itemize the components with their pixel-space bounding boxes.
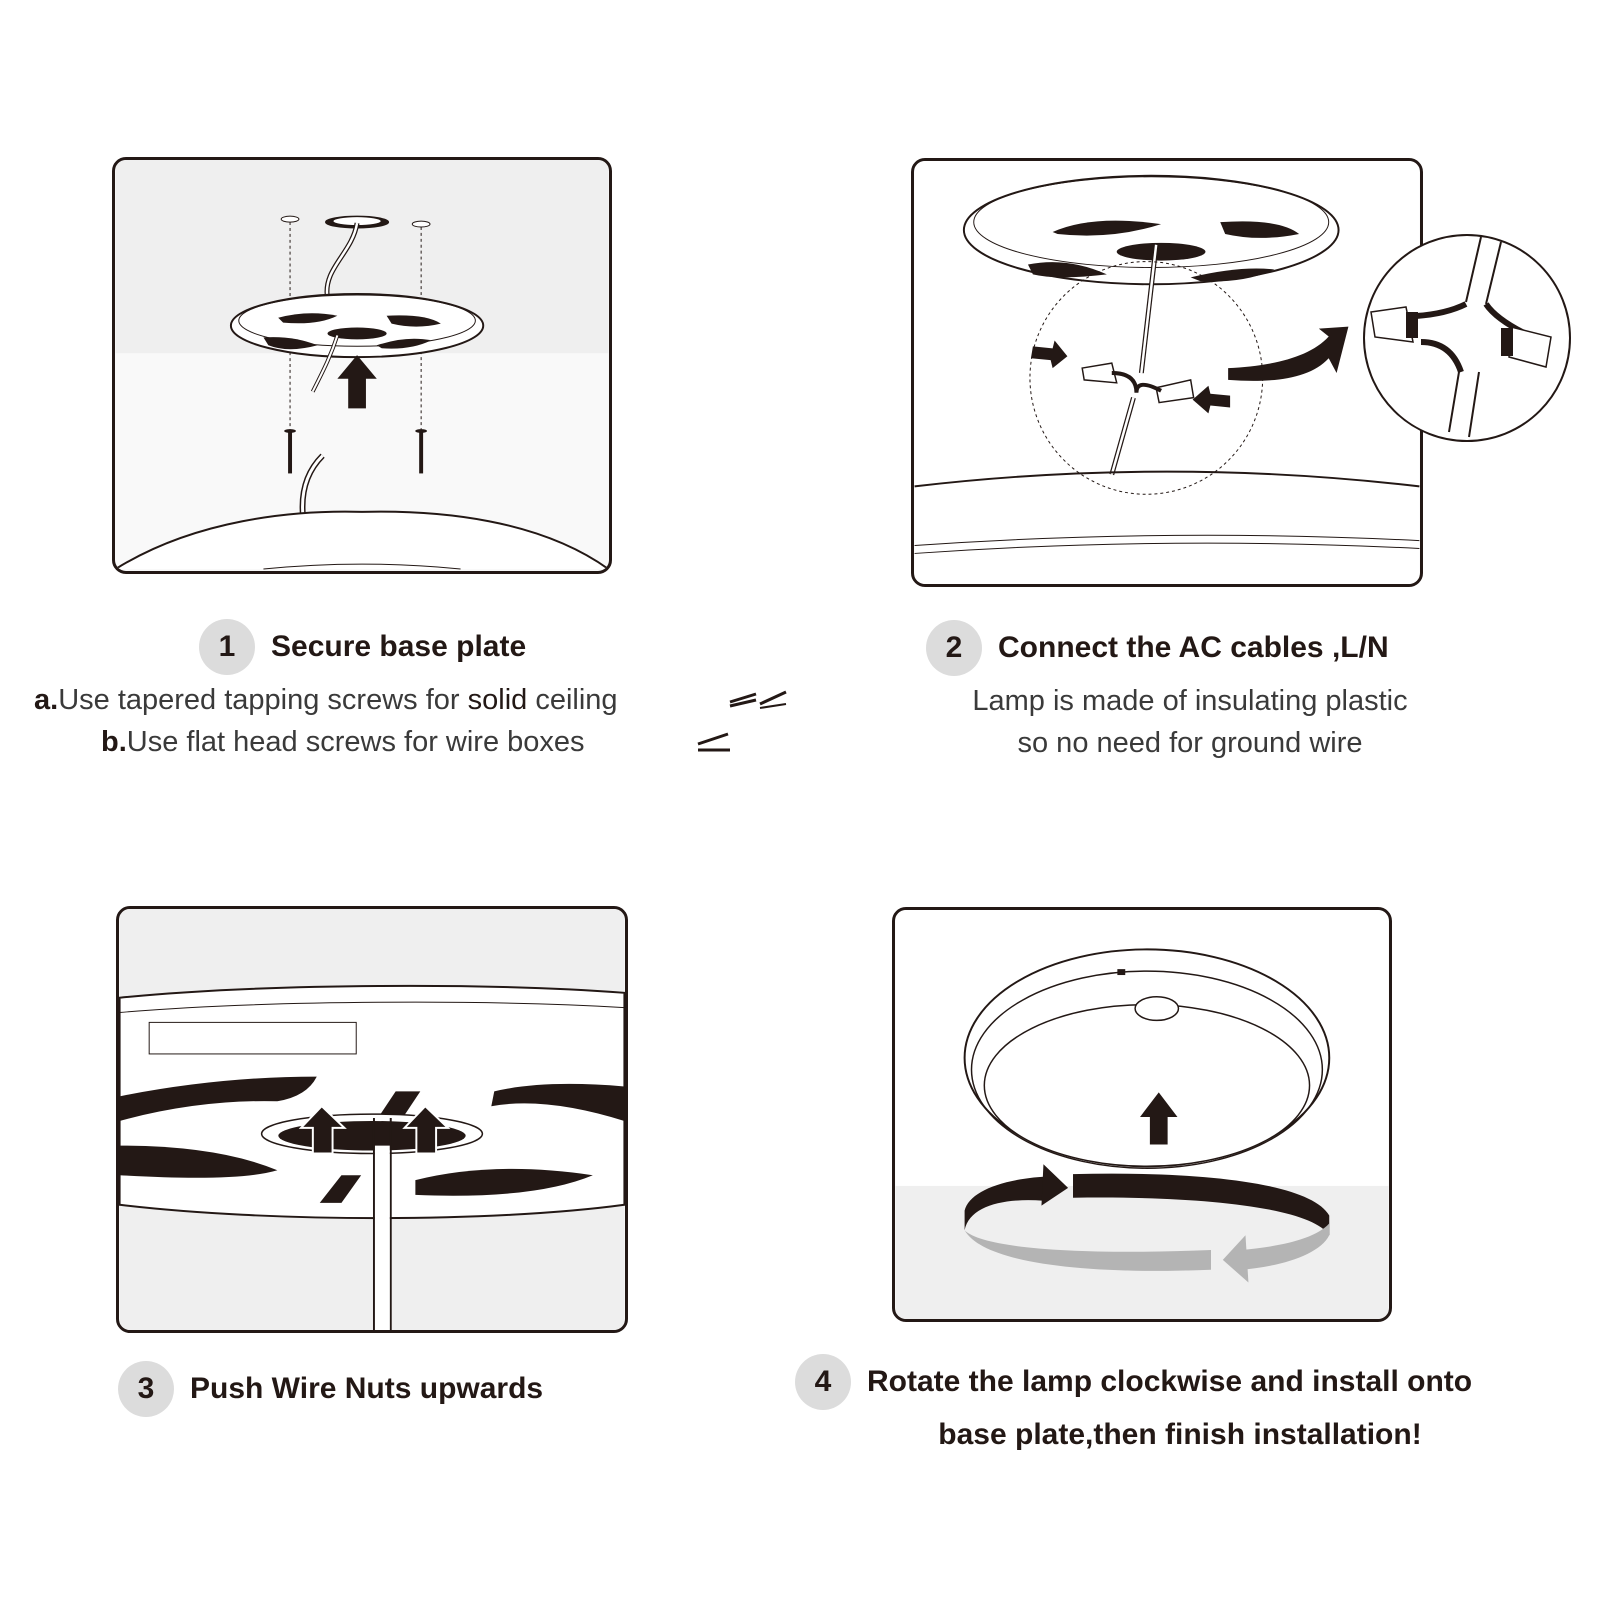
- step-title: Secure base plate: [271, 630, 527, 663]
- step4-title-line-2: base plate,then finish installation!: [938, 1418, 1422, 1451]
- base-plate-icon: [229, 293, 485, 359]
- step3-heading: 3 Push Wire Nuts upwards: [118, 1361, 543, 1417]
- step4-illustration: [892, 907, 1392, 1322]
- note-prefix: b.: [101, 726, 127, 758]
- note-text: Use flat head screws for wire boxes: [126, 726, 585, 758]
- step1-drawing: [115, 160, 609, 570]
- step2-illustration: [911, 158, 1423, 587]
- flat-head-screw-icon: [697, 732, 730, 752]
- step2-note-line-1: Lamp is made of insulating plastic: [972, 685, 1408, 717]
- tapered-screw-icon: [729, 690, 787, 709]
- step-title: Rotate the lamp clockwise and install on…: [867, 1365, 1473, 1398]
- note-prefix: a.: [34, 684, 59, 716]
- lamp-body-icon: [115, 510, 609, 570]
- step3-drawing: [119, 909, 625, 1330]
- magnifier-circle-icon: [1363, 234, 1571, 442]
- step-number-badge: 2: [926, 620, 982, 676]
- base-plate-closeup-icon: [119, 984, 625, 1220]
- screw-icon: [284, 429, 428, 474]
- step4-drawing: [895, 910, 1389, 1319]
- step2-note-line-2: so no need for ground wire: [1017, 727, 1363, 759]
- base-plate-icon: [962, 174, 1340, 286]
- step2-drawing: [914, 161, 1420, 584]
- step4-heading: 4 Rotate the lamp clockwise and install …: [795, 1354, 1472, 1410]
- step-number-badge: 4: [795, 1354, 851, 1410]
- step2-heading: 2 Connect the AC cables ,L/N: [926, 620, 1389, 676]
- step1-note-a: a.Use tapered tapping screws for solid c…: [34, 684, 618, 717]
- step1-heading: 1 Secure base plate: [199, 619, 526, 675]
- curved-arrow-icon: [1228, 326, 1349, 381]
- step-title: Push Wire Nuts upwards: [190, 1372, 544, 1405]
- rotate-arrow-icon: [964, 1164, 1330, 1283]
- step3-illustration: [116, 906, 628, 1333]
- lamp-body-icon: [914, 470, 1420, 488]
- step-title: Connect the AC cables ,L/N: [998, 631, 1389, 664]
- up-arrow-icon: [298, 1104, 347, 1155]
- note-text: ceiling: [527, 684, 618, 716]
- step1-illustration: [112, 157, 612, 574]
- note-emphasis: solid: [467, 684, 528, 716]
- step-number-badge: 3: [118, 1361, 174, 1417]
- step-number-badge: 1: [199, 619, 255, 675]
- note-text: Use tapered tapping screws for: [58, 684, 468, 716]
- step1-note-b: b.Use flat head screws for wire boxes: [101, 726, 585, 759]
- wire-nut-icon: [1081, 362, 1195, 404]
- up-arrow-icon: [402, 1104, 451, 1155]
- up-arrow-icon: [337, 355, 377, 409]
- up-arrow-icon: [1140, 1092, 1178, 1145]
- lamp-icon: [963, 948, 1331, 1169]
